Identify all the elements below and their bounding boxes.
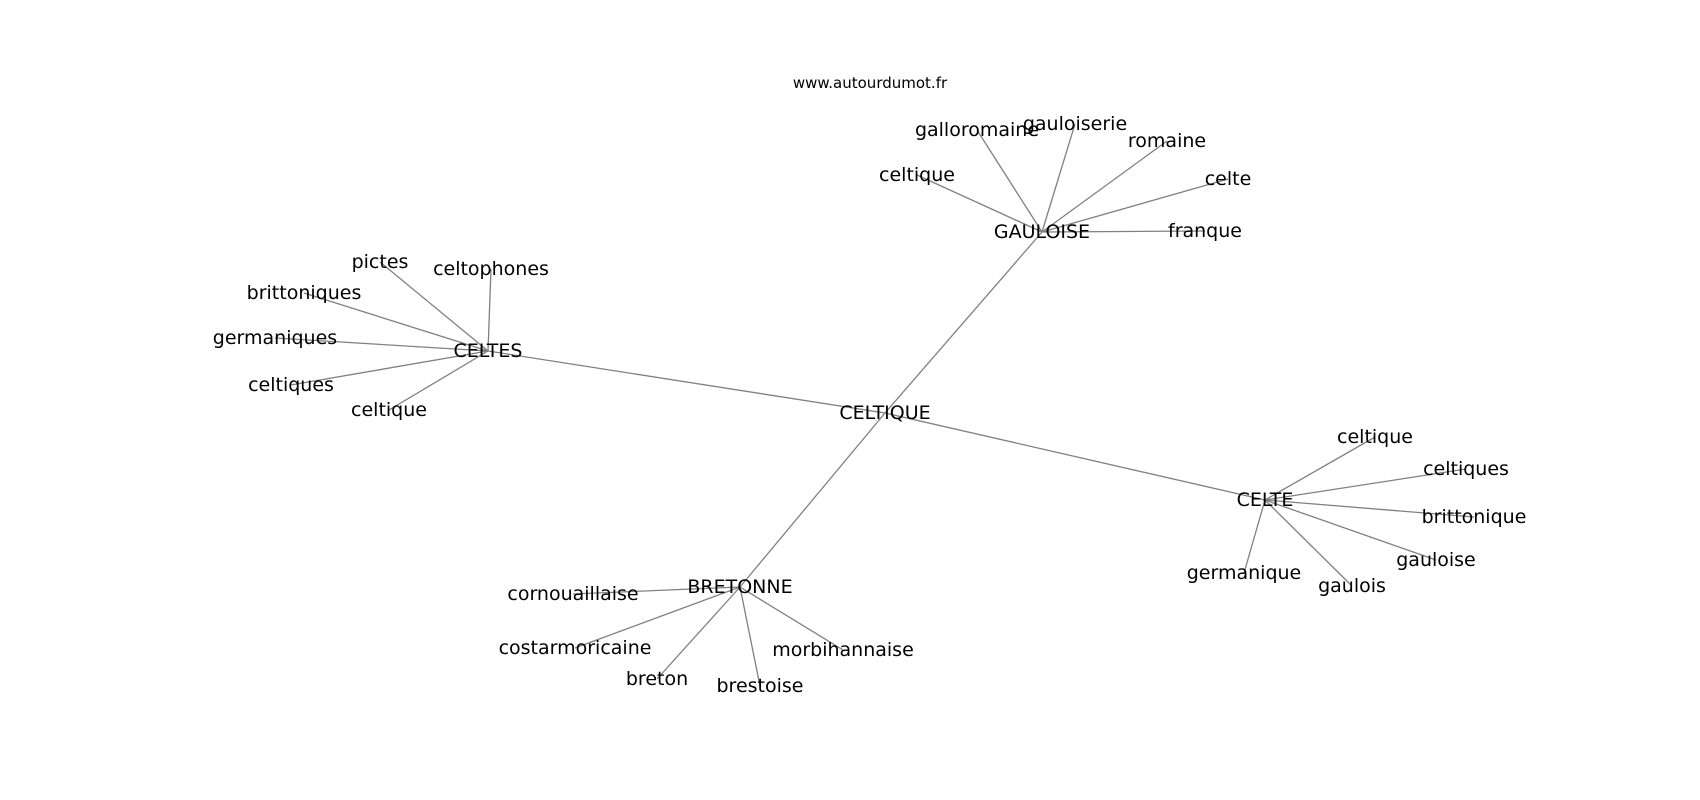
edge-hub-to-leaf bbox=[572, 586, 741, 595]
leaf-node-label: celtiques bbox=[248, 374, 334, 396]
edge-hub-to-leaf bbox=[574, 586, 741, 649]
leaf-node-label: brittonique bbox=[1422, 506, 1527, 528]
leaf-node-label: brittoniques bbox=[247, 282, 362, 304]
edge-hub-to-leaf bbox=[1264, 468, 1467, 501]
leaf-node-label: celtique bbox=[879, 164, 955, 186]
graph-labels: CELTIQUE GAULOISE galloromainegauloiserier… bbox=[213, 113, 1527, 697]
edge-center-to-hub bbox=[884, 412, 1266, 501]
edge-hub-to-leaf bbox=[290, 350, 489, 386]
leaf-node-label: gaulois bbox=[1318, 575, 1386, 597]
leaf-node-label: gauloise bbox=[1396, 549, 1476, 571]
leaf-node-label: germaniques bbox=[213, 327, 337, 349]
edge-hub-to-leaf bbox=[1041, 230, 1206, 233]
leaf-node-label: costarmoricaine bbox=[499, 637, 652, 659]
edge-hub-to-leaf bbox=[1243, 499, 1266, 574]
edge-hub-to-leaf bbox=[976, 129, 1043, 233]
leaf-node-label: morbihannaise bbox=[772, 639, 914, 661]
hub-node-label: BRETONNE bbox=[687, 576, 792, 598]
leaf-node-label: romaine bbox=[1128, 130, 1206, 152]
leaf-node-label: brestoise bbox=[717, 675, 804, 697]
edge-hub-to-leaf bbox=[1264, 499, 1353, 587]
edge-hub-to-leaf bbox=[1264, 499, 1437, 561]
leaf-node-label: franque bbox=[1168, 220, 1242, 242]
leaf-node-label: celte bbox=[1205, 168, 1252, 190]
edge-hub-to-leaf bbox=[274, 337, 489, 352]
leaf-node-label: gauloiserie bbox=[1023, 113, 1127, 135]
leaf-node-label: galloromaine bbox=[915, 119, 1039, 141]
hub-node-label: CELTE bbox=[1237, 489, 1294, 511]
edge-hub-to-leaf bbox=[1041, 140, 1168, 233]
edge-hub-to-leaf bbox=[916, 174, 1043, 233]
leaf-node-label: cornouaillaise bbox=[507, 583, 638, 605]
edge-hub-to-leaf bbox=[487, 268, 492, 352]
edge-hub-to-leaf bbox=[656, 586, 741, 680]
edge-hub-to-leaf bbox=[379, 261, 489, 352]
edge-hub-to-leaf bbox=[303, 292, 489, 352]
edge-center-to-hub bbox=[487, 350, 886, 414]
edge-hub-to-leaf bbox=[1041, 178, 1229, 233]
leaf-node-label: celtique bbox=[1337, 426, 1413, 448]
graph-edges bbox=[274, 123, 1475, 687]
edge-hub-to-leaf bbox=[1264, 436, 1376, 501]
edge-center-to-hub bbox=[739, 412, 886, 588]
leaf-node-label: celtique bbox=[351, 399, 427, 421]
leaf-node-label: pictes bbox=[352, 251, 409, 273]
edge-hub-to-leaf bbox=[739, 586, 844, 651]
edge-hub-to-leaf bbox=[388, 350, 489, 411]
hub-node-label: CELTES bbox=[454, 340, 523, 362]
edge-hub-to-leaf bbox=[1041, 123, 1076, 233]
leaf-node-label: breton bbox=[626, 668, 688, 690]
center-node-label: CELTIQUE bbox=[839, 402, 930, 424]
hub-node-label: GAULOISE bbox=[994, 221, 1090, 243]
leaf-node-label: germanique bbox=[1187, 562, 1302, 584]
edge-hub-to-leaf bbox=[739, 586, 761, 687]
source-url: www.autourdumot.fr bbox=[793, 74, 948, 92]
leaf-node-label: celtophones bbox=[433, 258, 549, 280]
leaf-node-label: celtiques bbox=[1423, 458, 1509, 480]
edge-hub-to-leaf bbox=[1264, 499, 1475, 518]
edge-center-to-hub bbox=[884, 231, 1043, 414]
